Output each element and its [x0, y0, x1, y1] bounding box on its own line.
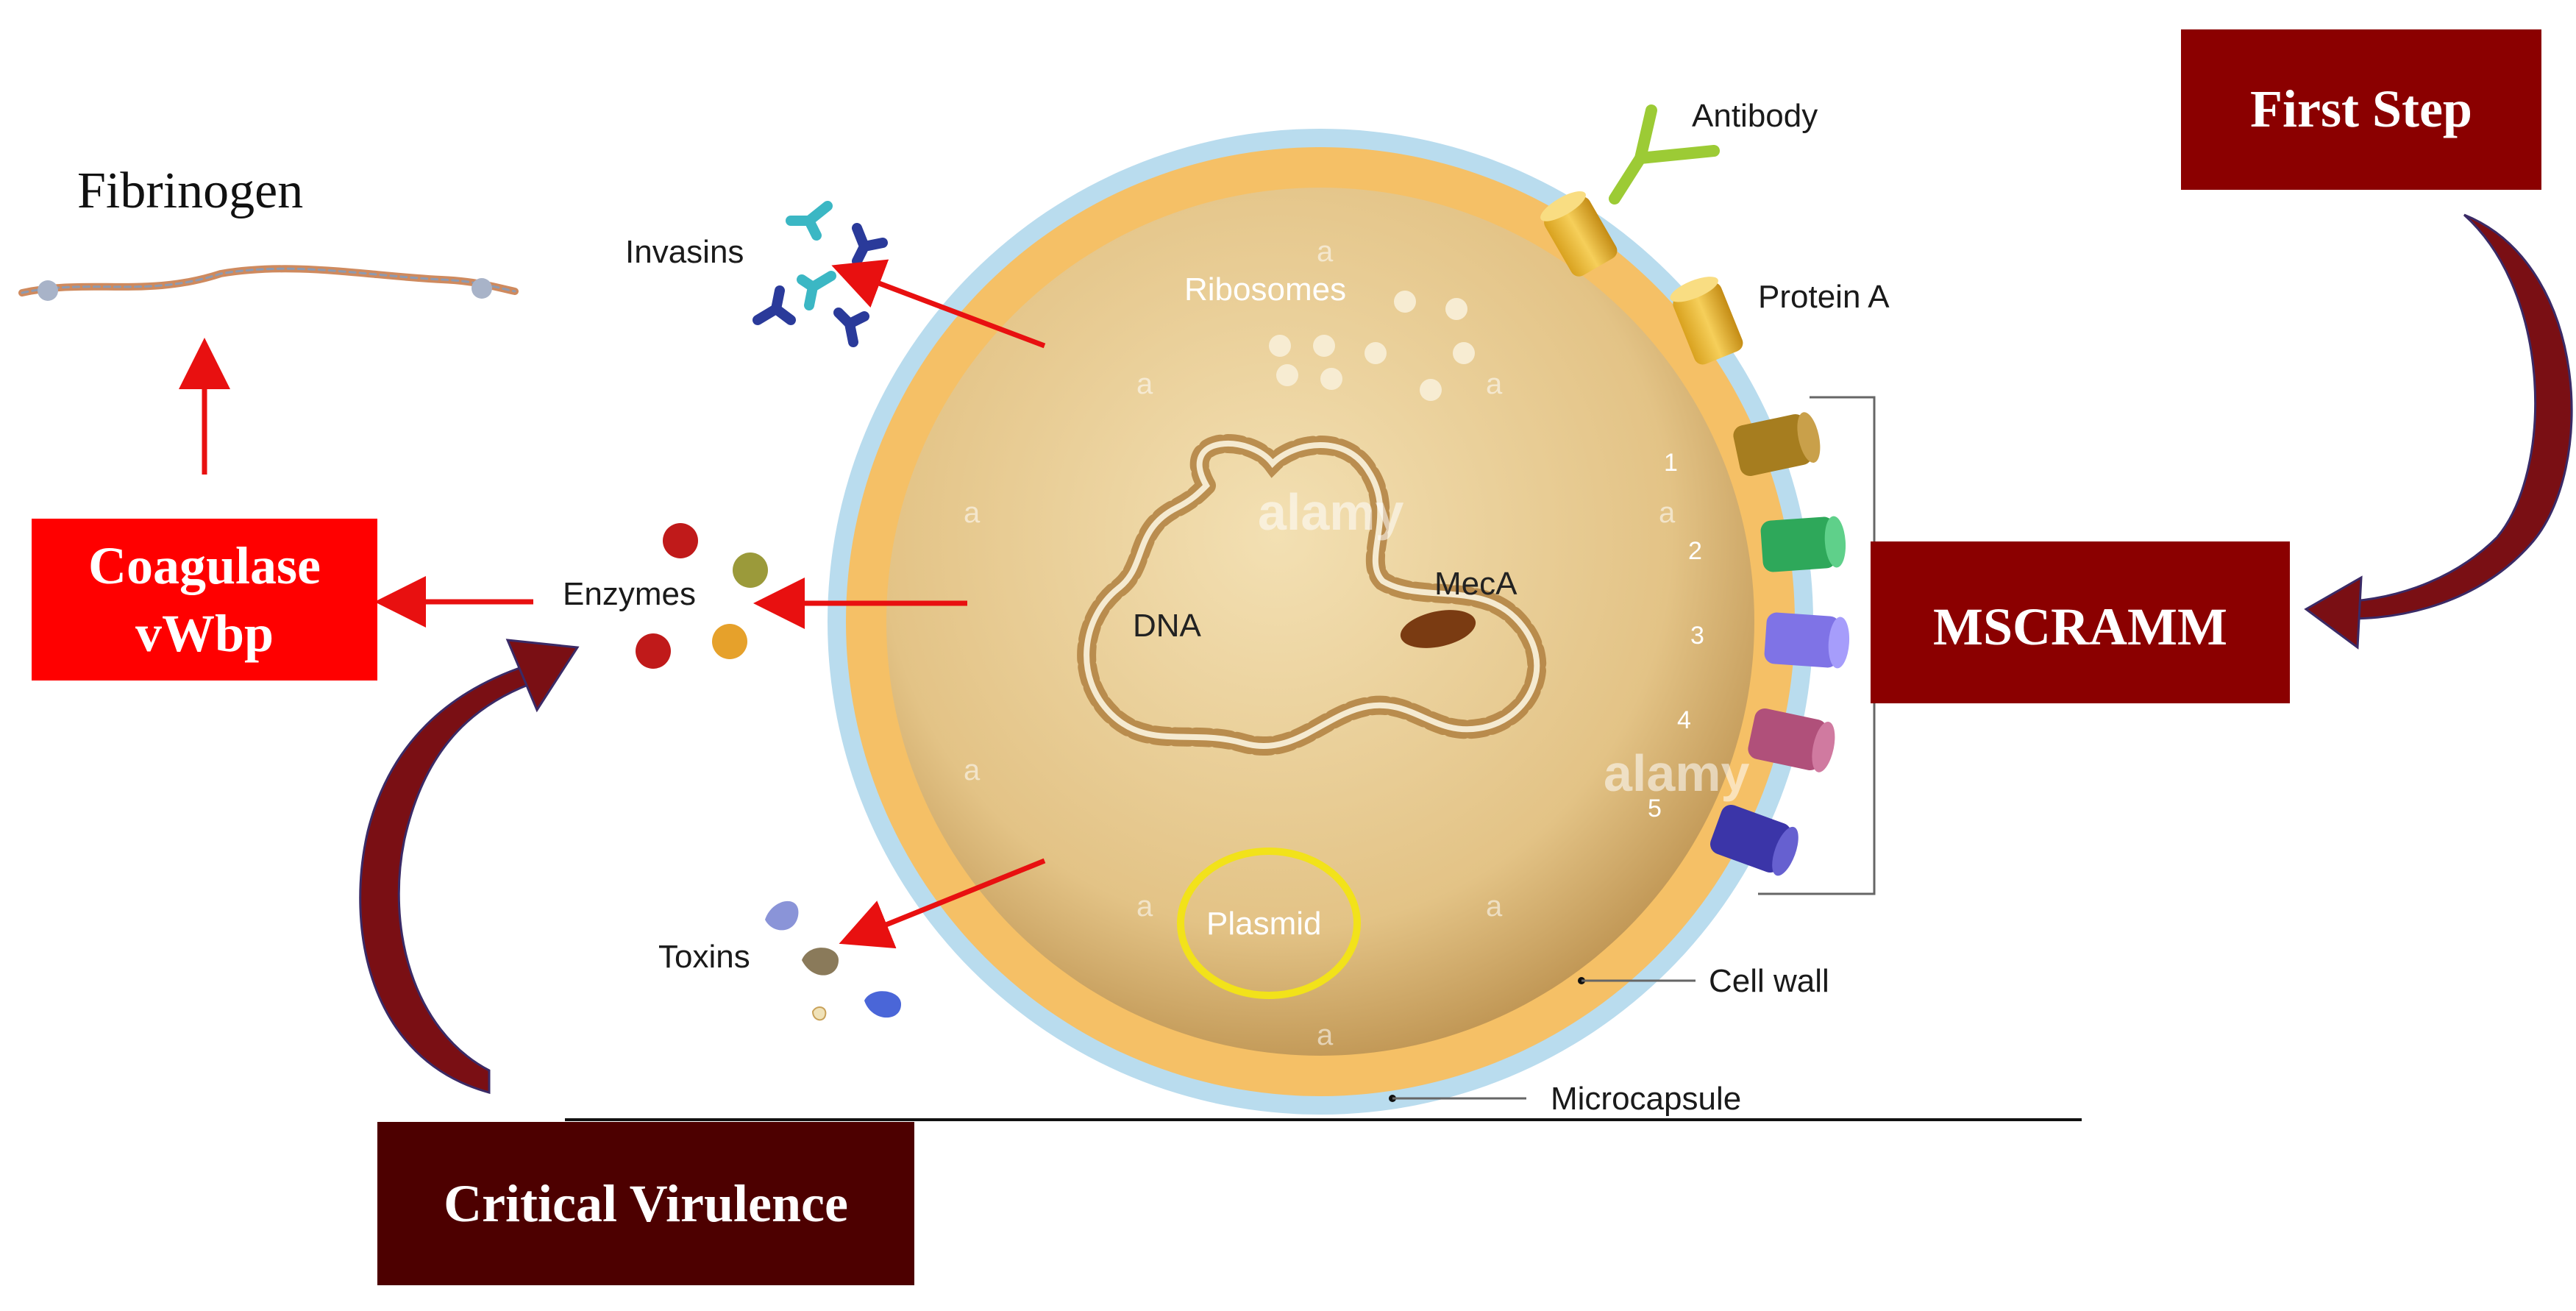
svg-text:a: a	[1317, 1019, 1334, 1051]
svg-text:a: a	[1136, 368, 1153, 400]
svg-text:3: 3	[1690, 622, 1704, 650]
first-step-box: First Step	[2181, 29, 2541, 190]
toxins-arrow	[839, 858, 1046, 949]
protein-a-pillars	[1540, 191, 1743, 365]
ribosomes-label: Ribosomes	[1184, 271, 1346, 308]
cell-wall-label: Cell wall	[1709, 963, 1829, 999]
svg-text:a: a	[1317, 235, 1334, 268]
plasmid-label: Plasmid	[1206, 906, 1322, 942]
enzymes-icon	[636, 523, 768, 669]
bacterial-cell	[828, 129, 1813, 1115]
svg-text:a: a	[964, 754, 981, 786]
mscramm-pillars	[1709, 412, 1850, 876]
fibrinogen-title: Fibrinogen	[77, 163, 303, 219]
svg-text:a: a	[1136, 890, 1153, 923]
first-step-curved-arrow	[2304, 213, 2573, 650]
critical-virulence-curved-arrow	[359, 639, 580, 1094]
invasins-arrow	[831, 259, 1046, 349]
meca-gene	[1400, 610, 1476, 648]
antibody-icon	[1609, 104, 1720, 205]
svg-text:a: a	[1659, 497, 1676, 529]
svg-text:4: 4	[1677, 706, 1691, 734]
svg-text:a: a	[1486, 368, 1503, 400]
cytoplasm	[886, 188, 1754, 1056]
secretion-arrows	[179, 259, 1046, 949]
coagulase-box: Coagulase vWbp	[32, 519, 377, 681]
dna-helix	[1077, 433, 1547, 756]
coagulase-label: Coagulase	[88, 536, 321, 595]
fibrinogen-molecule-icon	[18, 265, 519, 301]
enzymes-label: Enzymes	[563, 576, 696, 612]
vwbp-label: vWbp	[135, 604, 274, 663]
mscramm-label: MSCRAMM	[1933, 597, 2227, 656]
first-step-label: First Step	[2250, 79, 2472, 138]
ribosome-dots	[1269, 291, 1475, 401]
microcapsule-pointer	[1389, 1095, 1526, 1102]
watermark: a a a a a a a a a alamy alamy	[964, 235, 1750, 1051]
mscramm-box: MSCRAMM	[1871, 541, 2290, 703]
mscramm-numbers: 1 2 3 4 5	[1648, 449, 1704, 823]
meca-label: MecA	[1434, 566, 1518, 602]
svg-text:1: 1	[1664, 449, 1678, 477]
plasmid-ring	[1177, 848, 1361, 999]
protein-a-label: Protein A	[1758, 279, 1890, 315]
cell-wall-pointer	[1578, 977, 1696, 984]
svg-text:a: a	[964, 497, 981, 529]
svg-text:alamy: alamy	[1604, 745, 1750, 802]
invasins-label: Invasins	[625, 234, 744, 270]
toxins-label: Toxins	[658, 939, 750, 975]
critical-virulence-box: Critical Virulence	[377, 1122, 914, 1285]
antibody-label: Antibody	[1692, 98, 1818, 134]
critical-virulence-label: Critical Virulence	[444, 1174, 848, 1233]
toxins-icon	[765, 900, 901, 1021]
invasins-icon	[752, 201, 888, 347]
microcapsule-label: Microcapsule	[1551, 1081, 1741, 1117]
svg-text:2: 2	[1688, 537, 1702, 565]
svg-text:alamy: alamy	[1258, 483, 1404, 541]
dna-label: DNA	[1133, 608, 1202, 644]
svg-text:5: 5	[1648, 795, 1662, 823]
svg-text:a: a	[1486, 890, 1503, 923]
